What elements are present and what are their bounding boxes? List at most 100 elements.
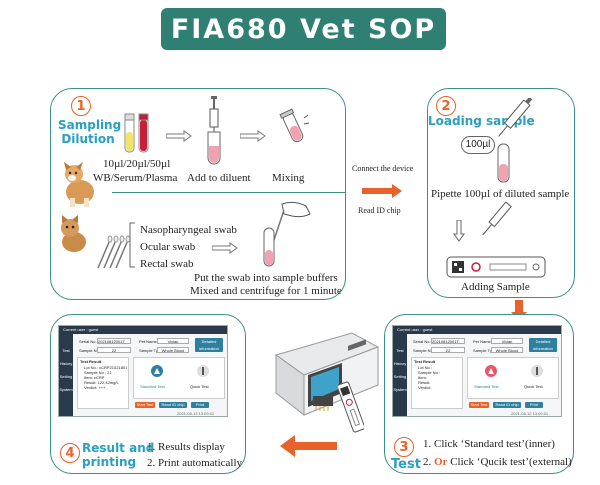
- result-box: Test Result Lot No.: Sample No.: Item: R…: [411, 357, 463, 409]
- sidebar-test[interactable]: Test: [62, 348, 70, 353]
- step4-number: 4: [60, 443, 80, 463]
- step1-number: 1: [71, 96, 91, 116]
- step4-heading-line1: Result and: [82, 441, 155, 455]
- id-chip-icon: [313, 396, 333, 411]
- screen-timestamp: 2021-08-12 13:09:01: [511, 411, 549, 416]
- result-heading: Test Result: [414, 359, 436, 364]
- swabs-icon: [97, 235, 130, 269]
- read-id-label: Read ID chip: [358, 206, 401, 215]
- pet-field[interactable]: Vivian: [491, 338, 523, 344]
- result-line: Verdict:: [418, 385, 432, 390]
- sample-volumes: 10µl/20µl/50µl: [103, 158, 171, 170]
- sidebar-system[interactable]: System: [393, 387, 407, 392]
- quick-test-icon[interactable]: [530, 364, 544, 378]
- connect-arrow-icon: [362, 184, 402, 198]
- screen-sidebar: Test History Setting System: [59, 334, 73, 416]
- adding-sample-label: Adding Sample: [461, 281, 530, 293]
- print-button[interactable]: Print: [191, 402, 209, 408]
- dog-icon: [64, 162, 94, 207]
- step1-heading-line2: Dilution: [61, 132, 115, 146]
- detailed-button[interactable]: Detailed information: [195, 338, 223, 352]
- result-line: Result: 122.42mg/L: [84, 380, 119, 385]
- mixing-label: Mixing: [272, 172, 305, 184]
- step3-line1: 1. Click ‘Standard test’(inner): [423, 438, 555, 450]
- step3-number: 3: [394, 437, 414, 457]
- step3-line2: 2. Or Click ‘Qucik test’(external): [423, 456, 572, 469]
- result-line: Verdict: +++: [84, 385, 106, 390]
- result-line: Lot No.:: [418, 365, 433, 370]
- sidebar-setting[interactable]: Setting: [393, 374, 407, 379]
- syringe-tube-icon: [207, 96, 221, 165]
- result-line: Item: cCRP: [84, 375, 105, 380]
- sample-field[interactable]: 22: [97, 347, 131, 353]
- result-screen: Current user : guest Test History Settin…: [58, 325, 228, 417]
- down-arrow-icon: [453, 220, 465, 242]
- sample-type-label: Sample Type: [473, 348, 497, 353]
- sample-label: Sample No.: [413, 348, 434, 353]
- title-banner: FIA680 Vet SOP: [161, 8, 446, 50]
- standard-test-label[interactable]: Standard Test: [474, 384, 499, 389]
- serial-field[interactable]: 20210812001T: [431, 338, 465, 344]
- sidebar-history[interactable]: History: [59, 361, 73, 366]
- step4-heading: Result and printing: [82, 441, 154, 469]
- step2-number: 2: [436, 96, 456, 116]
- step1-heading-line1: Sampling: [58, 118, 122, 132]
- quick-test-label[interactable]: Quick Test: [524, 384, 543, 389]
- arrow-icon: [240, 130, 266, 142]
- cassette-vertical-icon: [338, 381, 364, 433]
- step3-heading: Test: [391, 457, 421, 472]
- read-id-button[interactable]: Read ID chip: [493, 402, 521, 408]
- pipette-tube-icon: [497, 98, 533, 183]
- bracket-icon: [129, 222, 135, 268]
- quick-test-label[interactable]: Quick Test: [190, 384, 209, 389]
- step3-line2-rest: Click ‘Qucik test’(external): [450, 456, 572, 468]
- mixing-tube-icon: [279, 108, 310, 143]
- standard-test-icon[interactable]: [150, 364, 164, 378]
- pet-label: Pet Name: [139, 339, 157, 344]
- sample-field[interactable]: 22: [431, 347, 465, 353]
- print-button[interactable]: Print: [525, 402, 543, 408]
- quick-test-icon[interactable]: [196, 364, 210, 378]
- sample-type-field[interactable]: Whole Blood: [157, 347, 189, 353]
- sample-type-label: Sample Type: [139, 348, 163, 353]
- detailed-button[interactable]: Detailed information: [529, 338, 557, 352]
- test-mode-box: Standard Test Quick Test: [133, 357, 225, 399]
- pipette-icon: [482, 201, 512, 236]
- start-test-button[interactable]: Start Test: [135, 402, 155, 408]
- left-arrow-orange-icon: [280, 435, 337, 457]
- page-title: FIA680 Vet SOP: [170, 13, 437, 45]
- screen-header: Current user : guest: [393, 326, 561, 334]
- screen-header: Current user : guest: [59, 326, 227, 334]
- sidebar-system[interactable]: System: [59, 387, 73, 392]
- sidebar-setting[interactable]: Setting: [59, 374, 73, 379]
- sidebar-history[interactable]: History: [393, 361, 407, 366]
- arrow-icon: [166, 130, 192, 142]
- serial-field[interactable]: 20210812001T: [97, 338, 131, 344]
- swab-type-ocular: Ocular swab: [140, 241, 196, 253]
- swab-note-line1: Put the swab into sample buffers: [194, 272, 338, 284]
- swab-type-rectal: Rectal swab: [140, 258, 194, 270]
- pet-field[interactable]: Vivian: [157, 338, 189, 344]
- connect-device-label: Connect the device: [352, 164, 414, 173]
- sidebar-test[interactable]: Test: [396, 348, 404, 353]
- read-id-button[interactable]: Read ID chip: [159, 402, 187, 408]
- result-heading: Test Result: [80, 359, 102, 364]
- step4-item-display: 1. Results display: [147, 441, 225, 453]
- start-test-button[interactable]: Start Test: [469, 402, 489, 408]
- standard-test-icon[interactable]: [484, 364, 498, 378]
- step1-heading: Sampling Dilution: [58, 118, 122, 146]
- sample-types: WB/Serum/Plasma: [93, 172, 178, 184]
- step4-heading-line2: printing: [82, 455, 137, 469]
- cat-icon: [61, 215, 86, 252]
- serial-label: Serial No.: [79, 339, 97, 344]
- result-line: Sample No.: 21: [84, 370, 112, 375]
- step4-item-print: 2. Print automatically: [147, 457, 243, 469]
- result-line: Lot No.: cCRP21021801: [84, 365, 128, 370]
- result-line: Item:: [418, 375, 427, 380]
- volume-badge: 100µl: [461, 136, 495, 154]
- standard-test-label[interactable]: Standard Test: [140, 384, 165, 389]
- step3-line2-or: Or: [434, 456, 448, 468]
- step1-divider: [112, 192, 346, 193]
- add-to-diluent-label: Add to diluent: [187, 172, 251, 184]
- sample-type-field[interactable]: Whole Blood: [491, 347, 523, 353]
